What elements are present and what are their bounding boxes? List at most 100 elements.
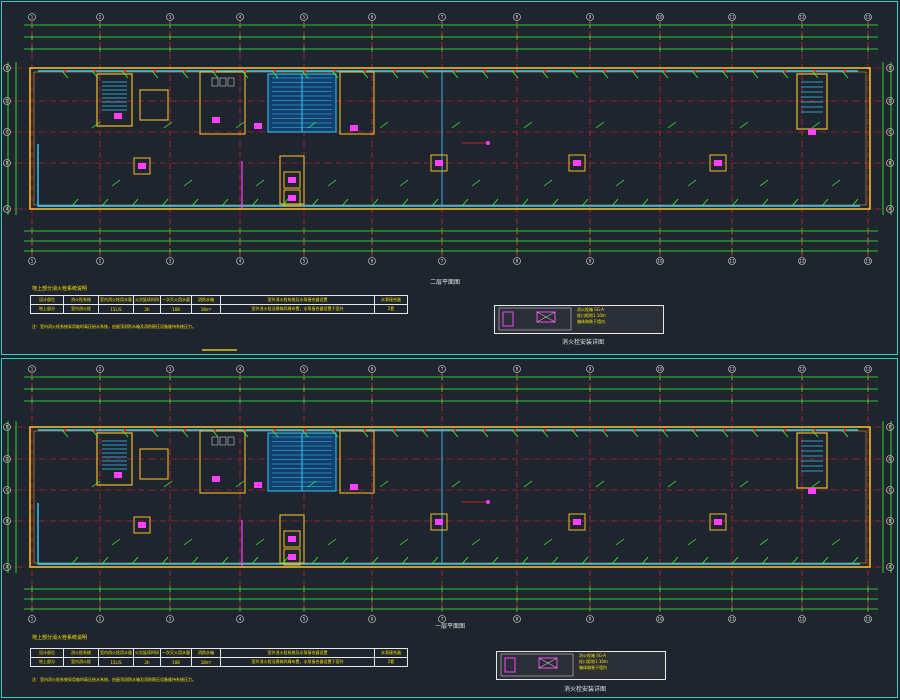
axis-label: D <box>888 99 891 104</box>
axis-bubble-icon <box>368 615 376 623</box>
annotation-leader <box>111 179 121 187</box>
hydrant-cabinet <box>709 154 727 172</box>
axis-label: 6 <box>371 367 374 372</box>
annotation-leader <box>91 121 101 129</box>
sprinkler-icon <box>841 429 849 438</box>
fire-hydrant-icon <box>254 123 262 129</box>
sprinkler-head <box>843 69 847 73</box>
sprinkler-icon <box>461 556 469 565</box>
annotation-leader <box>543 538 553 546</box>
axis-label: 4 <box>239 617 242 622</box>
axis-label: 1 <box>31 15 34 20</box>
sprinkler-icon <box>101 556 109 565</box>
fire-riser-pipe <box>37 144 90 207</box>
axis-bubble-icon <box>236 365 244 373</box>
axis-bubble-icon <box>28 615 36 623</box>
legend-text: 消火栓箱 SG-A 栓口距地1.10m 箱体暗装于墙内 <box>577 307 606 324</box>
hydrant-cabinet <box>283 171 301 189</box>
axis-bubble-icon <box>28 13 36 21</box>
axis-bubble-icon <box>886 423 894 431</box>
sprinkler-icon <box>281 556 289 565</box>
axis-bubble-icon <box>656 13 664 21</box>
annotation-leader <box>255 179 265 187</box>
interior-wall-line <box>33 430 867 564</box>
sprinkler-icon <box>701 198 709 207</box>
sprinkler-head <box>603 428 607 432</box>
fire-hydrant-icon <box>212 117 220 123</box>
sprinkler-head <box>543 428 547 432</box>
annotation-leader <box>595 480 605 488</box>
sprinkler-icon <box>161 198 169 207</box>
sprinkler-icon <box>541 429 549 438</box>
hydrant-cabinet <box>133 157 151 175</box>
shaft-room <box>139 89 169 121</box>
axis-bubble-icon <box>886 97 894 105</box>
sprinkler-icon <box>761 198 769 207</box>
axis-bubble-icon <box>728 365 736 373</box>
axis-bubble-icon <box>3 97 11 105</box>
annotation-leader <box>811 121 821 129</box>
sprinkler-icon <box>191 198 199 207</box>
sprinkler-head <box>93 69 97 73</box>
axis-bubble-icon <box>368 13 376 21</box>
axis-bubble-icon <box>300 257 308 265</box>
axis-label: 8 <box>516 367 519 372</box>
sprinkler-icon <box>641 556 649 565</box>
axis-label: 5 <box>303 15 306 20</box>
sprinkler-icon <box>701 556 709 565</box>
axis-bubble-icon <box>166 365 174 373</box>
sprinkler-head <box>453 428 457 432</box>
axis-label: 13 <box>865 259 871 264</box>
axis-label: 6 <box>371 617 374 622</box>
legend-title: 消火栓安装详图 <box>564 686 607 693</box>
sprinkler-head <box>363 428 367 432</box>
fire-hydrant-icon <box>254 482 262 488</box>
sprinkler-icon <box>301 429 309 438</box>
sprinkler-head <box>183 428 187 432</box>
axis-bubble-icon <box>728 257 736 265</box>
toilet-fixture <box>211 77 219 87</box>
axis-label: C <box>889 488 892 493</box>
axis-label: B <box>6 519 9 524</box>
axis-label: 7 <box>441 259 444 264</box>
axis-label: 11 <box>729 617 735 622</box>
annotation-leader <box>379 480 389 488</box>
sprinkler-icon <box>401 556 409 565</box>
fire-hydrant-icon <box>573 519 581 525</box>
sprinkler-icon <box>181 70 189 79</box>
sprinkler-icon <box>521 556 529 565</box>
axis-label: 2 <box>99 259 102 264</box>
hydrant-spec-table: 设计部位 消火栓系统 室内消火栓用水量 火灾延续时间 一次灭火用水量 消防水箱 … <box>30 295 408 314</box>
hydrant-cabinet <box>133 516 151 534</box>
sprinkler-icon <box>491 198 499 207</box>
hydrant-cabinet <box>283 530 301 548</box>
axis-bubble-icon <box>166 615 174 623</box>
annotation-leader <box>523 480 533 488</box>
axis-bubble-icon <box>728 615 736 623</box>
axis-label: 2 <box>99 15 102 20</box>
sprinkler-icon <box>251 556 259 565</box>
sprinkler-icon <box>811 70 819 79</box>
sprinkler-icon <box>641 198 649 207</box>
sprinkler-head <box>843 428 847 432</box>
sprinkler-icon <box>431 198 439 207</box>
sprinkler-icon <box>431 556 439 565</box>
sprinkler-icon <box>721 70 729 79</box>
axis-label: 13 <box>865 617 871 622</box>
sprinkler-head <box>663 428 667 432</box>
sprinkler-head <box>753 428 757 432</box>
axis-label: A <box>889 565 892 570</box>
sprinkler-icon <box>451 70 459 79</box>
sprinkler-icon <box>371 198 379 207</box>
axis-label: B <box>889 519 892 524</box>
fire-hydrant-icon <box>114 472 122 478</box>
sprinkler-icon <box>761 556 769 565</box>
axis-bubble-icon <box>166 13 174 21</box>
sprinkler-head <box>693 69 697 73</box>
axis-bubble-icon <box>864 365 872 373</box>
toilet-room <box>199 430 246 494</box>
axis-label: 12 <box>799 367 805 372</box>
fire-hydrant-icon <box>435 519 443 525</box>
axis-bubble-icon <box>656 365 664 373</box>
